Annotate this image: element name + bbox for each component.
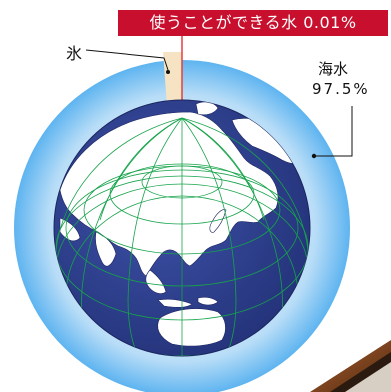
sea-leader-dot <box>311 153 317 159</box>
arabia-land <box>59 217 81 242</box>
usable-water-banner: 使うことができる水 0.01% <box>118 10 388 36</box>
earth-globe <box>53 99 311 357</box>
eurasia-land <box>59 111 279 277</box>
sea-water-label: 海水 <box>318 60 349 78</box>
japan-land <box>209 209 227 233</box>
greenland-land <box>195 101 219 116</box>
wooden-frame <box>310 340 391 392</box>
ice-leader-line <box>85 49 169 71</box>
ice-leader-dot <box>166 70 170 74</box>
ice-label: 氷 <box>66 44 83 63</box>
southeast-asia-land <box>145 269 167 294</box>
australia-land <box>157 308 226 347</box>
sea-leader-line <box>316 106 353 157</box>
india-land <box>95 231 117 267</box>
sea-water-percentage: 97.5% <box>312 80 370 98</box>
indonesia-land <box>157 296 219 308</box>
